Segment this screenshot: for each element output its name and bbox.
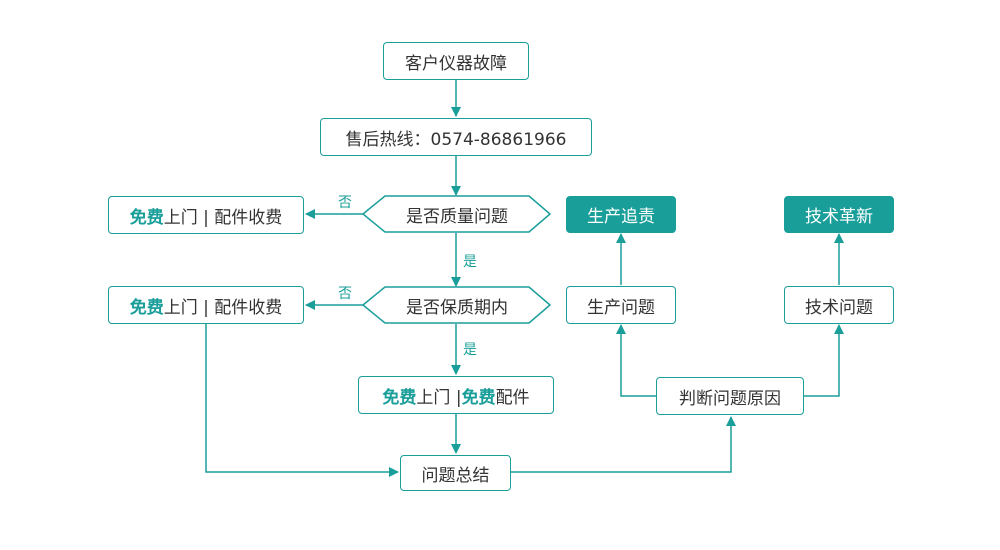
- node-tech-issue-label: 技术问题: [805, 297, 873, 318]
- edge-label-yes-warranty: 是: [463, 342, 477, 358]
- node-tech-innovation: 技术革新: [784, 196, 894, 233]
- node-hotline: 售后热线：0574-86861966: [320, 118, 592, 156]
- free-visit-rest-2: 上门 | 配件收费: [163, 297, 283, 318]
- node-analyze-cause: 判断问题原因: [656, 377, 804, 415]
- decision-quality: 是否质量问题: [385, 196, 529, 232]
- free-all-mid: 上门 |: [416, 387, 462, 408]
- node-customer-fault-label: 客户仪器故障: [405, 53, 507, 74]
- node-production-trace-label: 生产追责: [587, 207, 655, 227]
- node-production-issue-label: 生产问题: [587, 297, 655, 318]
- free-all-hl1: 免费: [382, 387, 417, 408]
- node-customer-fault: 客户仪器故障: [383, 42, 529, 80]
- decision-warranty-label: 是否保质期内: [406, 297, 508, 318]
- edge-label-no-warranty: 否: [338, 286, 352, 302]
- node-free-all: 免费上门 | 免费配件: [358, 376, 554, 414]
- edge-label-no-quality: 否: [338, 195, 352, 211]
- node-tech-innovation-label: 技术革新: [805, 207, 873, 227]
- free-all-hl2: 免费: [461, 387, 496, 408]
- free-all-rest: 配件: [495, 387, 530, 408]
- node-production-trace: 生产追责: [566, 196, 676, 233]
- node-tech-issue: 技术问题: [784, 286, 894, 324]
- decision-warranty: 是否保质期内: [385, 287, 529, 323]
- free-highlight-2: 免费: [129, 297, 164, 318]
- decision-quality-label: 是否质量问题: [406, 206, 508, 227]
- decision-warranty-shape: [361, 286, 552, 324]
- node-summary: 问题总结: [400, 455, 511, 491]
- node-production-issue: 生产问题: [566, 286, 676, 324]
- node-summary-label: 问题总结: [421, 465, 490, 486]
- free-visit-rest-1: 上门 | 配件收费: [163, 207, 283, 228]
- node-free-visit-paid-parts-1: 免费上门 | 配件收费: [108, 196, 304, 234]
- node-free-visit-paid-parts-2: 免费上门 | 配件收费: [108, 286, 304, 324]
- free-highlight-1: 免费: [129, 207, 164, 228]
- node-hotline-label: 售后热线：0574-86861966: [345, 129, 567, 150]
- edge-label-yes-quality: 是: [463, 254, 477, 270]
- node-analyze-cause-label: 判断问题原因: [679, 388, 781, 409]
- decision-quality-shape: [361, 195, 552, 233]
